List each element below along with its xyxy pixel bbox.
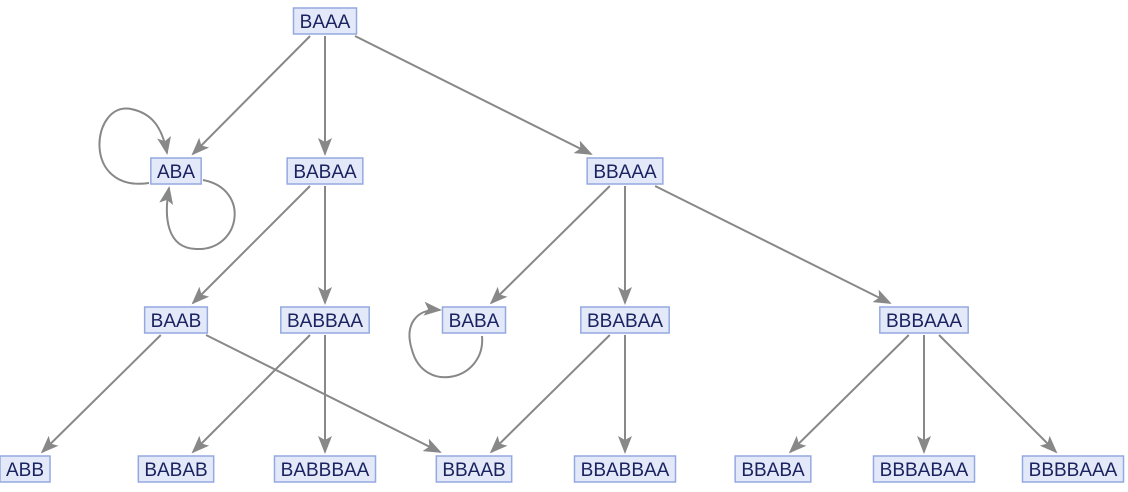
edge	[654, 185, 892, 304]
node-box	[150, 157, 202, 185]
self-loop-edge	[98, 107, 171, 185]
edge	[788, 334, 910, 454]
node-box	[580, 306, 670, 334]
node-box	[292, 7, 358, 35]
node-label: BBABA	[741, 460, 805, 481]
node-box	[586, 157, 664, 185]
node-baab: BAAB	[143, 306, 209, 334]
node-bbabaa: BBABAA	[580, 306, 670, 334]
node-label: ABB	[6, 460, 44, 481]
node-bbabbaa: BBABBAA	[573, 455, 677, 483]
node-box	[435, 455, 513, 483]
node-label: BABAA	[293, 162, 357, 183]
node-label: BBAAA	[593, 162, 657, 183]
node-label: BABAB	[144, 460, 207, 481]
node-box	[137, 455, 215, 483]
node-label: BBBAAA	[886, 311, 962, 332]
node-bbaab: BBAAB	[435, 455, 513, 483]
node-babbaa: BABBAA	[280, 306, 370, 334]
node-label: BBABAA	[587, 311, 663, 332]
edge-layer	[40, 35, 1058, 454]
node-box	[734, 455, 812, 483]
node-bbbbaaa: BBBBAAA	[1021, 455, 1125, 483]
node-bbbabaa: BBBABAA	[872, 455, 976, 483]
node-label: BBABBAA	[581, 460, 670, 481]
node-bbbaaa: BBBAAA	[879, 306, 969, 334]
node-abb: ABB	[0, 455, 51, 483]
node-bbaba: BBABA	[734, 455, 812, 483]
node-baba: BABA	[441, 306, 507, 334]
node-box	[143, 306, 209, 334]
edge	[191, 334, 311, 454]
node-box	[0, 455, 51, 483]
node-box	[280, 306, 370, 334]
edge	[205, 334, 442, 453]
node-box	[872, 455, 976, 483]
node-label: BABBBAA	[281, 460, 370, 481]
edge	[489, 185, 611, 305]
node-box	[1021, 455, 1125, 483]
node-label: BAAB	[151, 311, 202, 332]
edge	[191, 185, 311, 305]
node-label: BAAA	[300, 12, 351, 33]
node-label: BBBBAAA	[1029, 460, 1118, 481]
node-box	[273, 455, 377, 483]
edge	[489, 334, 611, 454]
node-box	[441, 306, 507, 334]
node-babab: BABAB	[137, 455, 215, 483]
edge	[354, 35, 593, 155]
node-box	[879, 306, 969, 334]
node-box	[573, 455, 677, 483]
self-loop-edge	[408, 301, 484, 379]
edge	[191, 35, 311, 156]
node-label: ABA	[157, 162, 195, 183]
node-box	[286, 157, 364, 185]
node-aba: ABA	[150, 157, 202, 185]
node-babbbaa: BABBBAA	[273, 455, 377, 483]
node-babaa: BABAA	[286, 157, 364, 185]
node-label: BABBAA	[287, 311, 363, 332]
edge	[938, 334, 1058, 454]
self-loop-edge	[159, 179, 236, 251]
node-label: BBAAB	[442, 460, 505, 481]
node-baaa: BAAA	[292, 7, 358, 35]
node-label: BBBABAA	[880, 460, 969, 481]
node-bbaaa: BBAAA	[586, 157, 664, 185]
node-label: BABA	[449, 311, 500, 332]
edge	[40, 334, 162, 454]
